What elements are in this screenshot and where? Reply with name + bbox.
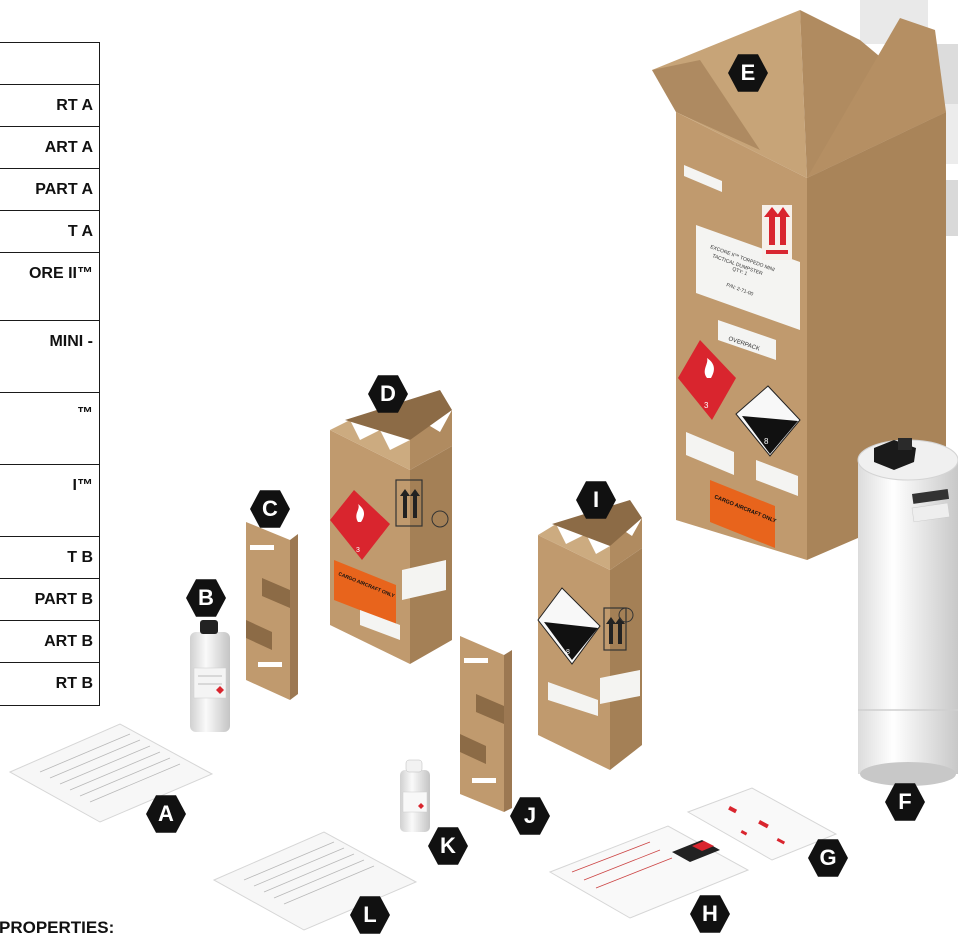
- box-e-class-3: 3: [704, 401, 709, 410]
- box-d-class-3: 3: [356, 547, 360, 554]
- box-e-class-8: 8: [764, 437, 769, 446]
- cylinder-f: [858, 438, 958, 786]
- section-heading: R PROPERTIES:: [0, 918, 114, 938]
- inner-box-d: 3 CARGO AIRCRAFT ONLY: [330, 390, 452, 664]
- insert-j: [460, 636, 512, 812]
- insert-c: [246, 522, 298, 700]
- box-i-class-8: 8: [566, 649, 570, 656]
- bottle-k: [400, 760, 430, 832]
- bottle-b: [190, 620, 230, 732]
- inner-box-i: 8: [538, 500, 642, 770]
